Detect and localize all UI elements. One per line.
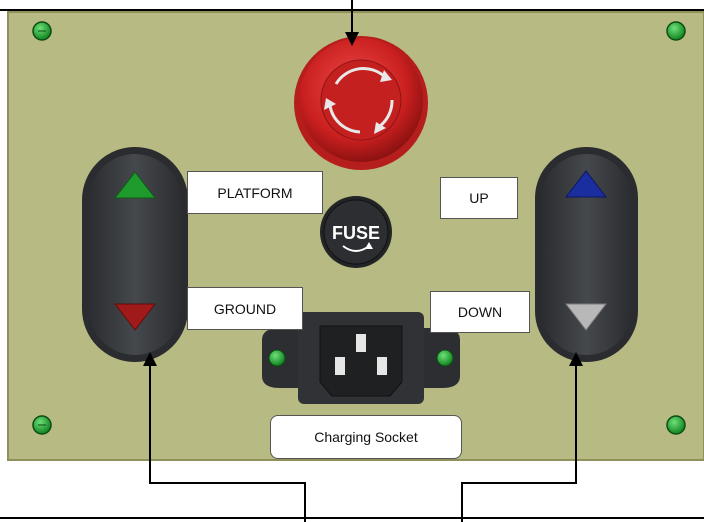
arrow-down-icon	[113, 303, 157, 331]
right-switch-pointer	[461, 352, 583, 522]
up-label: UP	[440, 177, 518, 219]
fuse-label: FUSE	[332, 223, 380, 243]
screw-icon	[32, 415, 52, 435]
charging-socket-label: Charging Socket	[270, 415, 462, 459]
ground-label: GROUND	[187, 287, 303, 330]
left-switch-pointer	[143, 352, 306, 522]
up-down-switch	[535, 147, 638, 362]
screw-icon	[32, 21, 52, 41]
fuse-icon: FUSE	[320, 196, 392, 268]
platform-label: PLATFORM	[187, 171, 323, 214]
screw-icon	[666, 415, 686, 435]
screw-icon	[666, 21, 686, 41]
arrow-up-icon	[113, 171, 157, 199]
arrow-down-icon	[564, 303, 608, 331]
arrow-up-icon	[564, 170, 608, 198]
platform-ground-selector-switch	[82, 147, 188, 362]
emergency-stop-icon	[294, 36, 428, 170]
power-socket-icon	[262, 312, 460, 404]
down-label: DOWN	[430, 291, 530, 333]
emergency-stop-pointer	[345, 0, 359, 46]
